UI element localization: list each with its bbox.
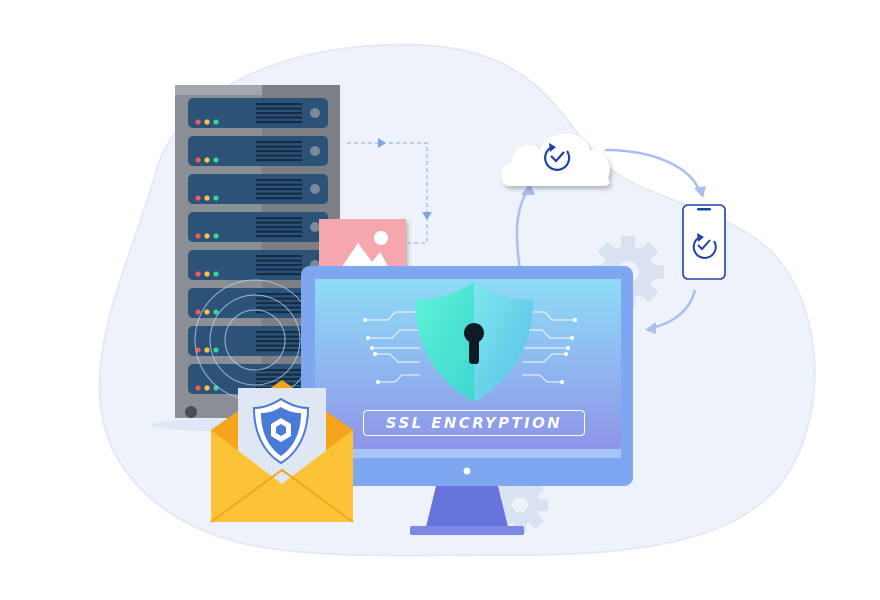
dashed-connector bbox=[347, 142, 428, 244]
shield-keyhole-icon bbox=[415, 282, 533, 402]
server-slot bbox=[188, 212, 328, 242]
cloud-sync-check-icon bbox=[544, 146, 571, 171]
shield-email-icon bbox=[210, 380, 354, 523]
connector-arrow bbox=[378, 138, 386, 148]
sync-arrows bbox=[515, 148, 702, 330]
server-slot bbox=[188, 288, 328, 318]
server-slot bbox=[188, 98, 328, 128]
server-slot bbox=[188, 136, 328, 166]
server-slot bbox=[188, 250, 328, 280]
connector-arrow bbox=[422, 212, 432, 220]
phone-sync-icon bbox=[682, 204, 726, 280]
ssl-encryption-label: SSL ENCRYPTION bbox=[363, 410, 585, 436]
server-slot bbox=[188, 174, 328, 204]
circuit-nodes bbox=[363, 318, 577, 384]
circuit-traces bbox=[365, 311, 575, 383]
sync-arrowheads bbox=[521, 183, 706, 334]
